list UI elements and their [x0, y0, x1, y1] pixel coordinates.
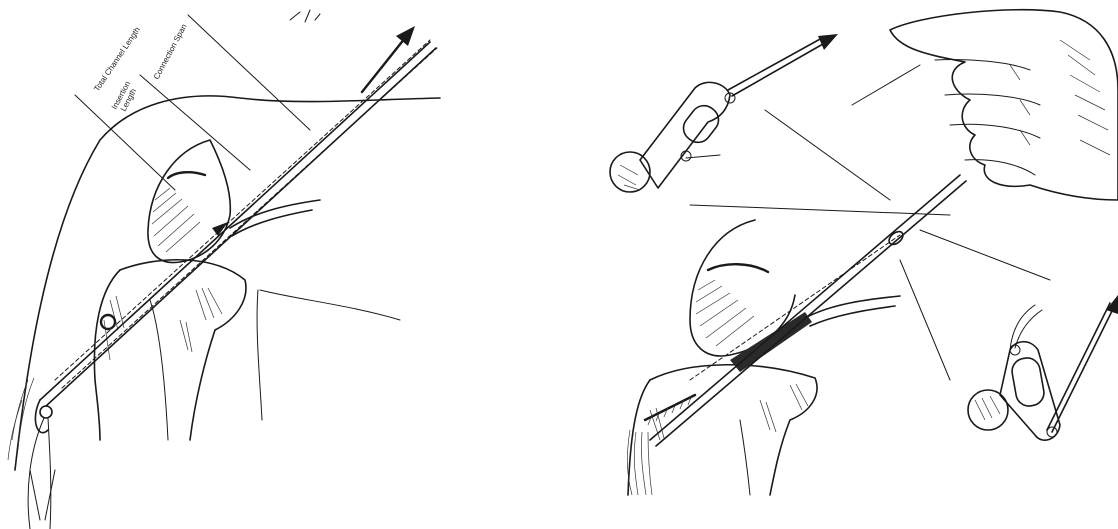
total-channel-leader	[188, 15, 310, 130]
tibial-anchor	[101, 315, 115, 329]
calf-back-outline	[257, 290, 262, 420]
hand-suture-strand	[852, 65, 920, 105]
suture-knot	[40, 406, 52, 418]
left-illustration-panel: Total Channel Length Connection Span Ins…	[0, 0, 470, 529]
connection-span-leader	[140, 75, 250, 170]
bottom-arrow-head	[1106, 295, 1118, 314]
button-in-tunnel	[887, 229, 906, 247]
tibia-shaft	[628, 380, 650, 495]
fibula	[740, 420, 750, 495]
tibia-plateau	[120, 260, 246, 440]
right-illustration-panel	[590, 0, 1118, 529]
button-detail-top	[610, 82, 735, 192]
button-detail-bottom	[968, 342, 1060, 440]
suture-tails-lower	[30, 470, 55, 520]
suture-to-arrow	[732, 40, 830, 96]
calf-outline	[260, 290, 400, 320]
suture-to-arrow-2	[728, 38, 822, 90]
reference-line-3	[920, 230, 1050, 280]
condyle-shadow	[168, 172, 205, 178]
knee-channel-illustration: Total Channel Length Connection Span Ins…	[0, 0, 470, 529]
corner-scribble	[290, 10, 320, 22]
graft-strand	[40, 42, 430, 400]
condyle-hatching	[152, 188, 200, 252]
graft-strand-2	[656, 181, 966, 446]
pull-arrow-head	[396, 26, 415, 46]
graft-strand-2	[46, 48, 436, 406]
fibula	[150, 300, 168, 440]
hand-holding-suture	[890, 10, 1118, 200]
label-total-channel-length: Total Channel Length	[92, 25, 142, 93]
top-arrow-head	[818, 34, 838, 50]
bottom-suture-up	[1052, 305, 1115, 432]
graft-bundle-dark	[730, 312, 812, 372]
bottom-suture-up-2	[1047, 303, 1110, 430]
ligament-tail-2	[810, 306, 895, 326]
tunnel-dashed-line	[690, 235, 900, 380]
reference-line-2	[690, 205, 950, 215]
reference-line-4	[900, 260, 950, 380]
thigh-outline	[15, 96, 440, 470]
condyle-notch-shadow	[708, 264, 768, 272]
label-connection-span: Connection Span	[152, 23, 189, 81]
reference-line-1	[765, 110, 890, 200]
suture-tail-2	[48, 418, 51, 529]
graft-passing-illustration	[590, 0, 1118, 529]
condyle-hatching	[696, 280, 754, 346]
